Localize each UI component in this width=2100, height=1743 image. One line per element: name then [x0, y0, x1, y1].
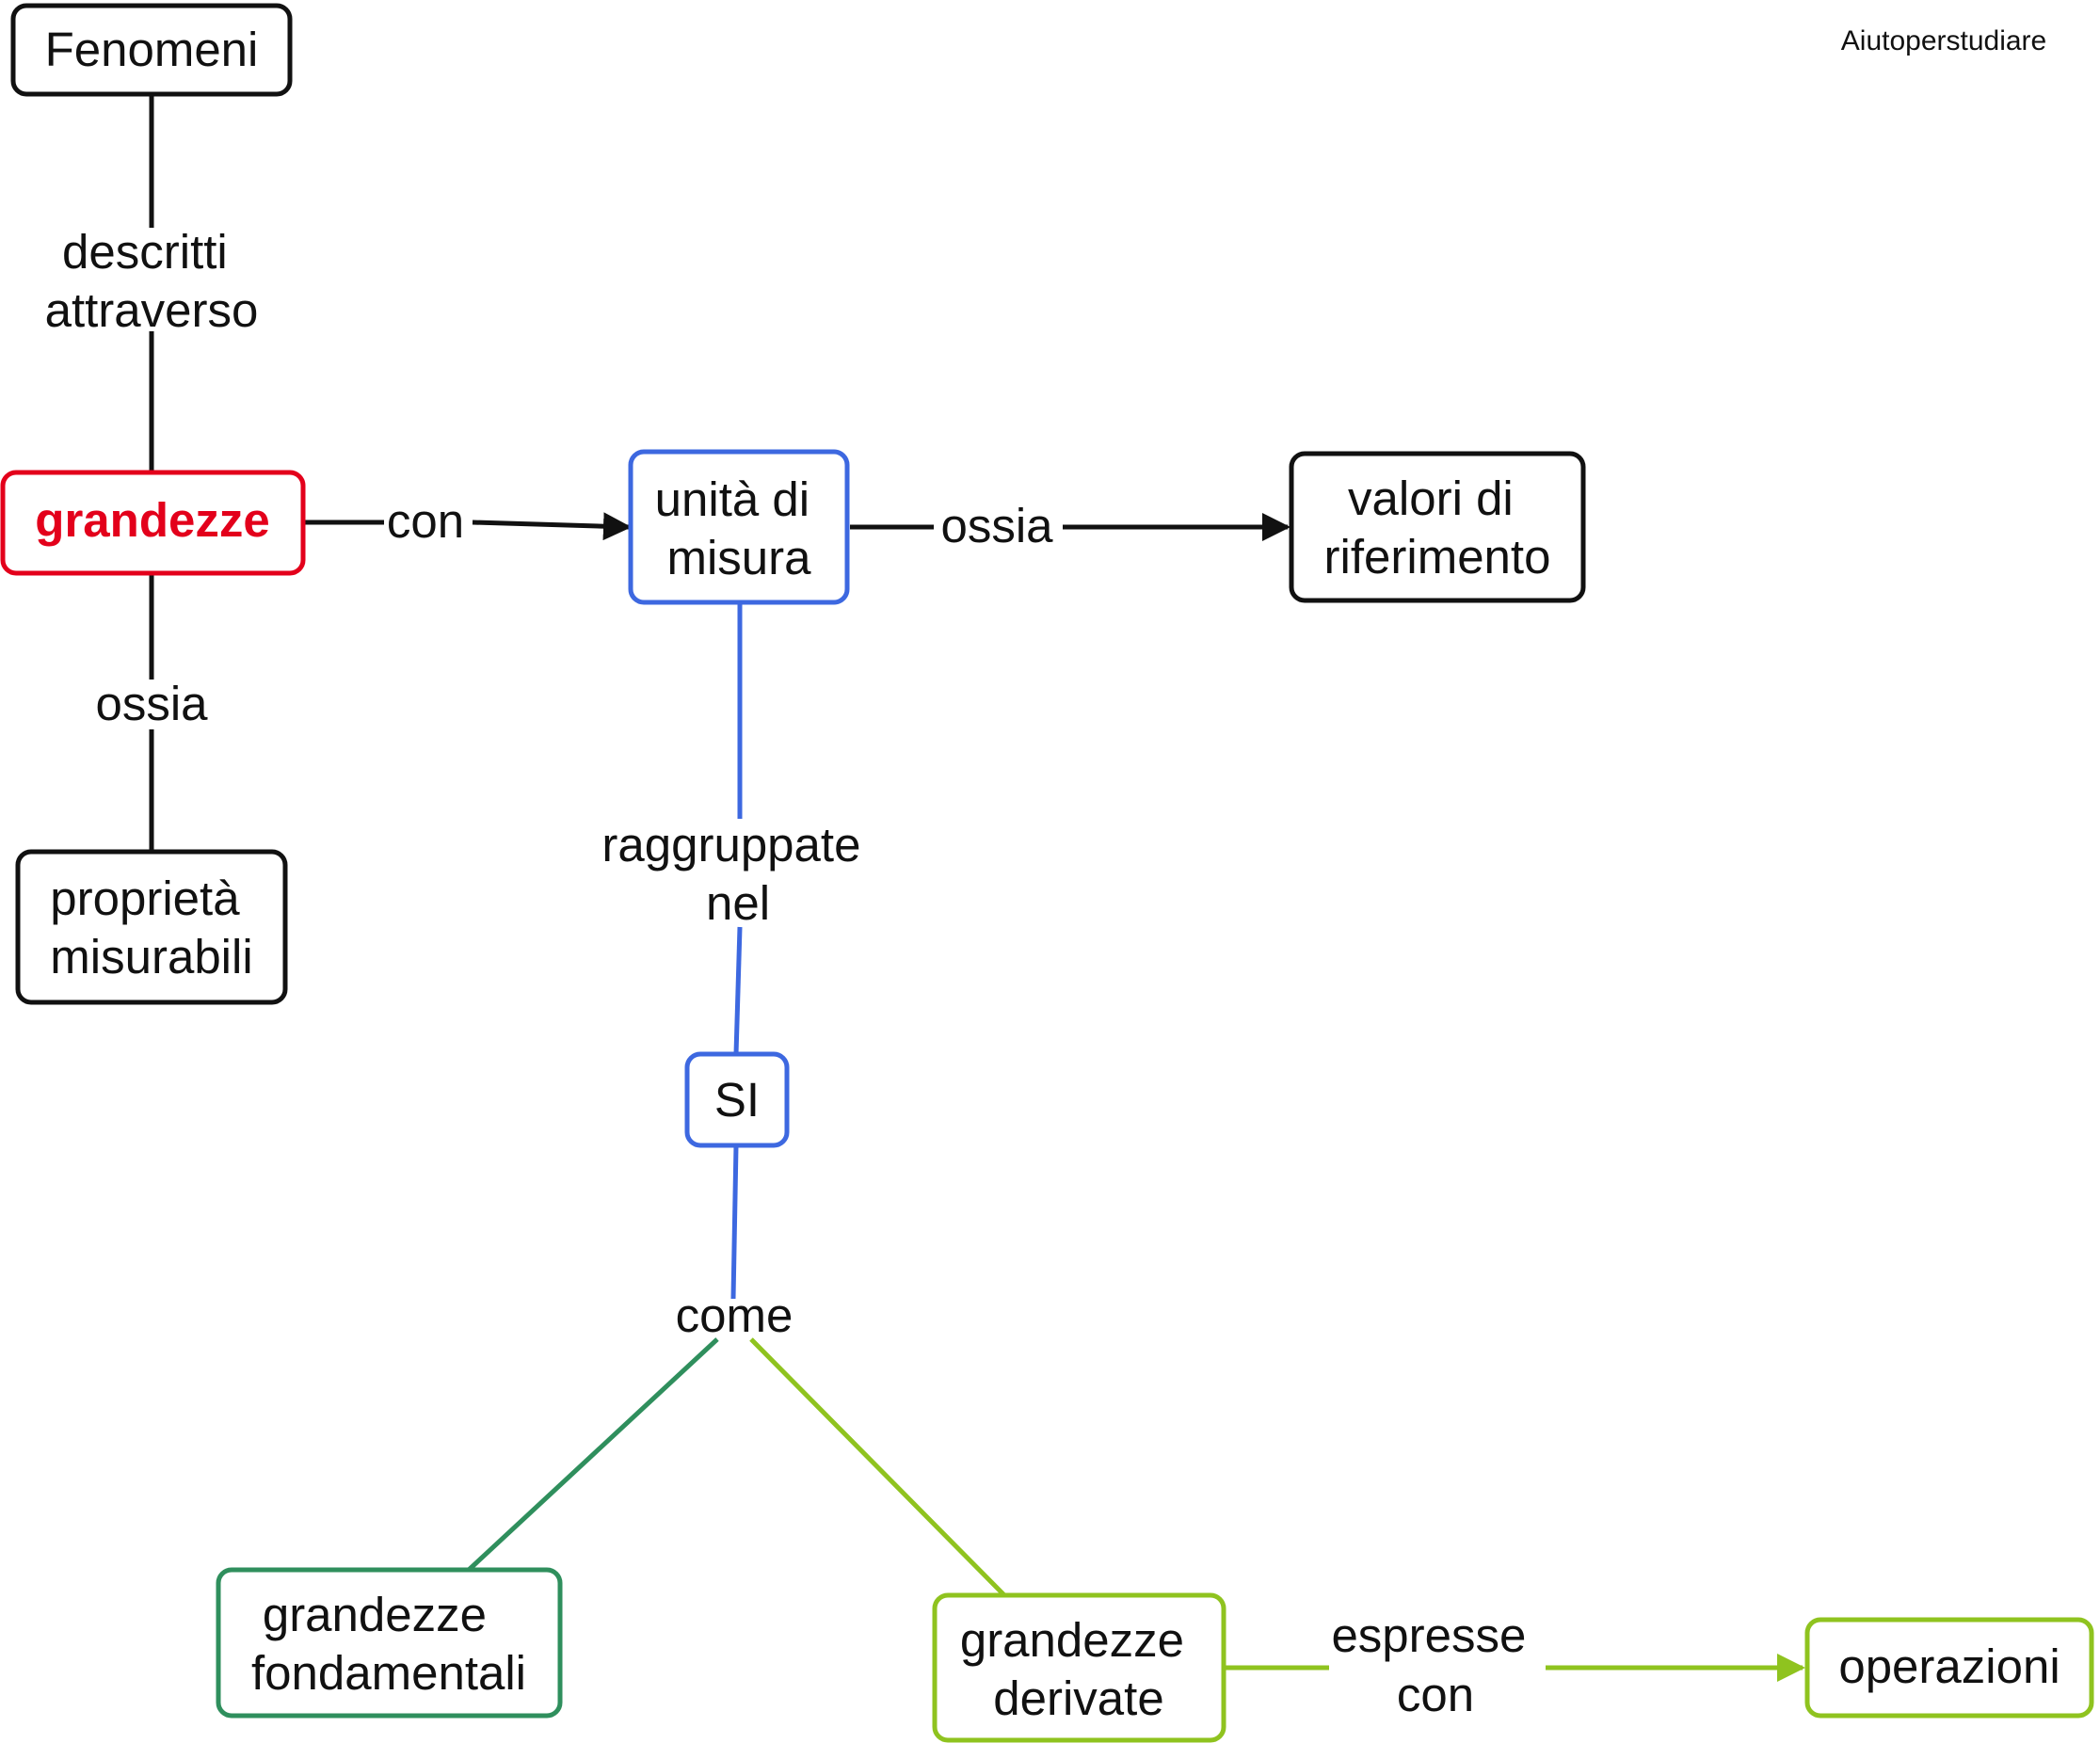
link-label-espresse-line-2: con [1397, 1668, 1474, 1721]
node-grandezze-box [0, 470, 306, 576]
node-fondamentali-line-2: fondamentali [251, 1646, 526, 1700]
node-valori-box [1289, 451, 1586, 603]
watermark-label: Aiutoperstudiare [1841, 25, 2046, 56]
link-label-ossia-horizontal: ossia [940, 499, 1053, 552]
connector-come-derivate [749, 1337, 1006, 1597]
node-valori-di-riferimento[interactable]: valori di riferimento [1289, 451, 1586, 603]
link-label-raggruppate: raggruppate nel [601, 818, 874, 930]
node-proprieta-line-1: proprietà [50, 872, 240, 925]
connector-come-fondamentali [467, 1337, 719, 1572]
node-si-box [684, 1051, 790, 1148]
link-label-raggruppate-line-2: nel [706, 876, 770, 930]
node-operazioni[interactable]: operazioni [1804, 1617, 2094, 1719]
node-fenomeni-label: Fenomeni [45, 23, 259, 76]
node-grandezze-derivate[interactable]: grandezze derivate [932, 1592, 1226, 1743]
node-unita-di-misura[interactable]: unità di misura [628, 449, 850, 605]
connector-con-unita-arrow [472, 512, 632, 541]
node-grandezze-fondamentali[interactable]: grandezze fondamentali [216, 1567, 563, 1719]
node-valori-label: valori di riferimento [1324, 472, 1551, 584]
node-unita-line-1: unità di [655, 472, 810, 526]
link-label-come: come [676, 1288, 794, 1342]
node-derivate-box [932, 1592, 1226, 1743]
node-fondamentali-line-1: grandezze [263, 1588, 487, 1641]
link-label-con: con [387, 494, 464, 548]
node-si-label: SI [714, 1073, 760, 1127]
link-label-ossia-vertical: ossia [95, 677, 208, 730]
link-label-descritti-line-2: attraverso [45, 283, 259, 337]
node-grandezze-label: grandezze [35, 493, 269, 547]
node-valori-line-1: valori di [1348, 472, 1514, 525]
node-proprieta-line-2: misurabili [50, 930, 252, 983]
node-grandezze[interactable]: grandezze [0, 470, 306, 576]
node-derivate-label: grandezze derivate [960, 1613, 1197, 1725]
connector-si-come [730, 1144, 739, 1300]
node-unita-label: unità di misura [655, 472, 824, 584]
node-unita-line-2: misura [666, 531, 811, 584]
node-fenomeni-box [10, 3, 293, 97]
link-label-descritti: descritti attraverso [45, 225, 259, 337]
node-derivate-line-1: grandezze [960, 1613, 1184, 1667]
link-label-raggruppate-line-1: raggruppate [601, 818, 860, 872]
node-fondamentali-label: grandezze fondamentali [251, 1588, 526, 1700]
node-fenomeni[interactable]: Fenomeni [10, 3, 293, 97]
node-derivate-line-2: derivate [993, 1671, 1163, 1725]
node-unita-box [628, 449, 850, 605]
node-proprieta-label: proprietà misurabili [50, 872, 252, 983]
connector-raggruppate-si [733, 926, 743, 1055]
link-label-espresse-line-1: espresse [1331, 1608, 1526, 1662]
node-valori-line-2: riferimento [1324, 530, 1551, 584]
link-label-espresse: espresse con [1331, 1608, 1539, 1721]
node-si[interactable]: SI [684, 1051, 790, 1148]
link-label-descritti-line-1: descritti [62, 225, 228, 279]
node-operazioni-label: operazioni [1838, 1639, 2060, 1693]
node-operazioni-box [1804, 1617, 2094, 1719]
node-proprieta-misurabili[interactable]: proprietà misurabili [15, 849, 288, 1005]
node-fondamentali-box [216, 1567, 563, 1719]
node-proprieta-box [15, 849, 288, 1005]
